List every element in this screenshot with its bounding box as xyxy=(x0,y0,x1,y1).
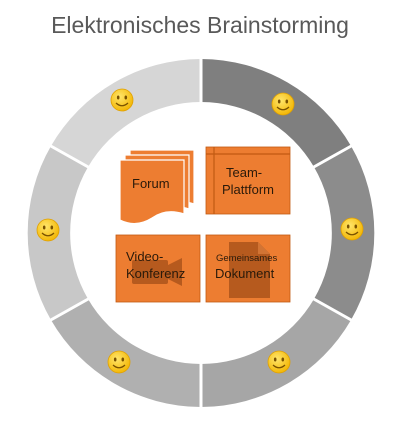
video-camera-icon xyxy=(132,258,182,286)
stacked-pages-icon xyxy=(119,149,195,225)
tile-gemeinsames-dokument-label: Gemeinsames Dokument xyxy=(215,248,282,281)
diagram-title: Elektronisches Brainstorming xyxy=(51,12,349,38)
ring-segment-top-right xyxy=(201,59,351,167)
smiley-icon xyxy=(271,92,295,116)
document-icon xyxy=(229,242,270,298)
smiley-icon xyxy=(340,217,364,241)
tile-gemeinsames-dokument: Gemeinsames Dokument xyxy=(205,234,291,303)
tile-team-plattform: Team- Plattform xyxy=(205,146,291,215)
ring-segment-bottom-left xyxy=(51,299,201,407)
tile-video-konferenz-label: Video- Konferenz xyxy=(126,249,185,281)
smiley-icon xyxy=(267,350,291,374)
smiley-icon xyxy=(36,218,60,242)
smiley-icon xyxy=(110,88,134,112)
tile-video-konferenz: Video- Konferenz xyxy=(115,234,201,303)
tile-forum: Forum xyxy=(119,149,195,225)
tile-forum-label: Forum xyxy=(132,176,170,191)
smiley-icon xyxy=(107,350,131,374)
window-icon xyxy=(206,147,290,214)
ring-segment-top-left xyxy=(51,59,201,167)
tile-team-plattform-label: Team- Plattform xyxy=(222,165,274,197)
ring xyxy=(27,57,375,409)
